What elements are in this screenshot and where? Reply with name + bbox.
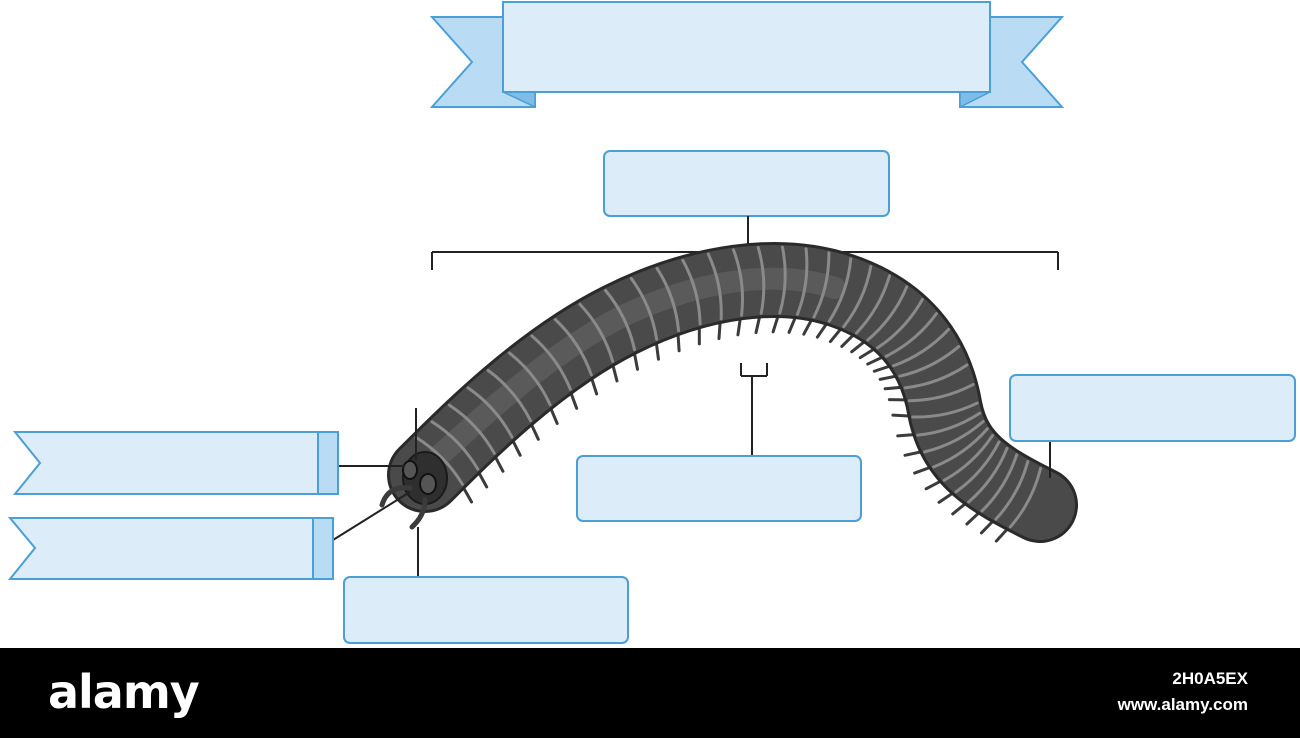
antenna-icon [379,485,413,508]
millipede-illustration [379,242,1078,543]
body-segment [629,276,659,341]
body-segment [884,312,938,358]
body-segment [891,327,951,368]
head-bottom-label-box[interactable] [343,576,629,644]
body-segment [778,245,787,315]
body-segment [812,251,831,319]
body-segment [923,419,985,454]
body-segment [903,363,969,390]
millipede-legs [458,308,1014,543]
body-segment [430,420,480,471]
body-segment [898,345,961,378]
watermark-footer: alamy 2H0A5EX www.alamy.com [0,648,1300,738]
eye-icon [402,460,418,480]
banner-center [502,1,991,93]
body-segment [466,386,514,439]
body-segment [907,382,975,403]
body-segment [967,446,1009,504]
image-id: 2H0A5EX [1172,669,1248,688]
millipede-head [379,451,448,530]
body-segment [447,403,496,455]
body-segment [681,258,702,326]
body-segment [911,401,979,419]
body-segment [932,427,989,469]
body-segment [578,302,615,363]
body-segment [842,265,873,329]
legs-leader [740,363,768,456]
body-segment [1008,466,1043,529]
title-banner [429,1,1065,109]
body-segment [486,368,533,423]
body-segment [530,334,572,391]
millipede-diagram [7,1,1296,644]
tail-label-box[interactable] [1009,374,1296,478]
body-segment [954,440,1001,494]
body-segment [942,433,995,482]
body-segment [994,459,1030,521]
body-segment [603,288,637,352]
body-segment [706,252,723,321]
body-segment [980,453,1019,513]
body-segment [756,245,766,315]
body-segment [507,351,552,407]
body-segment [876,297,924,350]
millipede-segments [414,245,1043,529]
head-leaders [332,408,419,577]
body-segment [414,435,464,486]
body-segment [655,266,681,333]
body-segment [866,285,909,342]
antenna-icon [409,497,428,530]
body-segment [916,411,982,437]
head-lower-ribbon-box[interactable] [7,517,334,580]
body-segment [731,248,744,317]
millipede-body-highlight [429,267,846,466]
body-segment [855,274,891,335]
body-segment [827,257,853,323]
body-segment [553,318,593,377]
body-segment [795,247,809,316]
top-body-label-box[interactable] [603,150,890,217]
brand-logo: alamy [48,665,200,719]
head-upper-ribbon-box[interactable] [12,431,339,495]
legs-label-box[interactable] [576,455,862,522]
eye-icon [419,473,437,495]
site-url: www.alamy.com [1117,695,1248,714]
